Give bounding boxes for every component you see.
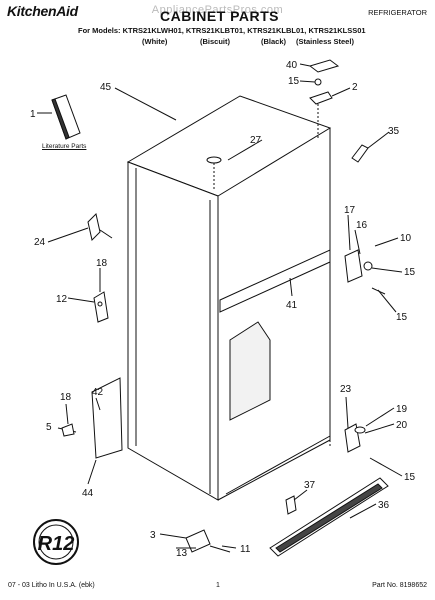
callout-2: 2 xyxy=(352,82,358,93)
lower-hinge xyxy=(344,423,366,453)
lower-bracket xyxy=(57,377,123,459)
callout-11: 11 xyxy=(240,544,251,555)
top-hinge xyxy=(308,59,340,138)
callout-17: 17 xyxy=(344,205,356,216)
callout-5: 5 xyxy=(46,422,52,433)
literature-label: Literature Parts xyxy=(42,143,87,150)
callout-40: 40 xyxy=(286,60,298,71)
callout-15: 15 xyxy=(288,76,300,87)
callout-24: 24 xyxy=(34,237,46,248)
callout-18b: 18 xyxy=(60,392,72,403)
callout-41: 41 xyxy=(286,300,298,311)
callout-15b: 15 xyxy=(404,267,416,278)
callout-1: 1 xyxy=(30,109,36,120)
literature-booklet xyxy=(37,94,81,140)
models-line: For Models: KTRS21KLWH01, KTRS21KLBT01, … xyxy=(78,26,366,35)
toe-grille xyxy=(269,477,389,557)
callout-19: 19 xyxy=(396,404,408,415)
leveler xyxy=(185,529,231,553)
callout-15c: 15 xyxy=(396,312,408,323)
callout-44: 44 xyxy=(82,488,94,499)
badge-text: R12 xyxy=(38,533,75,555)
callout-36: 36 xyxy=(378,500,390,511)
brand-logo: KitchenAid xyxy=(7,3,78,19)
callout-18: 18 xyxy=(96,258,108,269)
callout-10: 10 xyxy=(400,233,412,244)
watermark: AppliancePartsPros.com xyxy=(151,4,284,16)
hinge-cover xyxy=(351,144,369,163)
door-stop-24 xyxy=(87,213,113,241)
callout-45: 45 xyxy=(100,82,112,93)
callout-16: 16 xyxy=(356,220,368,231)
footer-part-no: Part No. 8198652 xyxy=(372,582,427,589)
cabinet xyxy=(126,95,332,501)
callout-23: 23 xyxy=(340,384,352,395)
r12-badge: R12 xyxy=(33,519,79,565)
clip xyxy=(285,495,297,515)
callout-37: 37 xyxy=(304,480,316,491)
callout-27: 27 xyxy=(250,135,262,146)
center-hinge xyxy=(344,249,386,295)
color-stainless: (Stainless Steel) xyxy=(296,37,354,46)
color-white: (White) xyxy=(142,37,168,46)
callout-42: 42 xyxy=(92,387,104,398)
callout-15d: 15 xyxy=(404,472,416,483)
footer-litho: 07 - 03 Litho In U.S.A. (ebk) xyxy=(8,582,95,589)
callout-20: 20 xyxy=(396,420,408,431)
bracket-12 xyxy=(93,291,109,323)
callout-12: 12 xyxy=(56,294,68,305)
callout-3: 3 xyxy=(150,530,156,541)
screw-cap xyxy=(206,156,222,164)
callout-35: 35 xyxy=(388,126,400,137)
color-biscuit: (Biscuit) xyxy=(200,37,230,46)
callout-13: 13 xyxy=(176,548,188,559)
appliance-type: REFRIGERATOR xyxy=(368,8,427,17)
page-title: CABINET PARTS xyxy=(160,8,280,24)
footer-page: 1 xyxy=(216,582,220,589)
color-black: (Black) xyxy=(261,37,287,46)
